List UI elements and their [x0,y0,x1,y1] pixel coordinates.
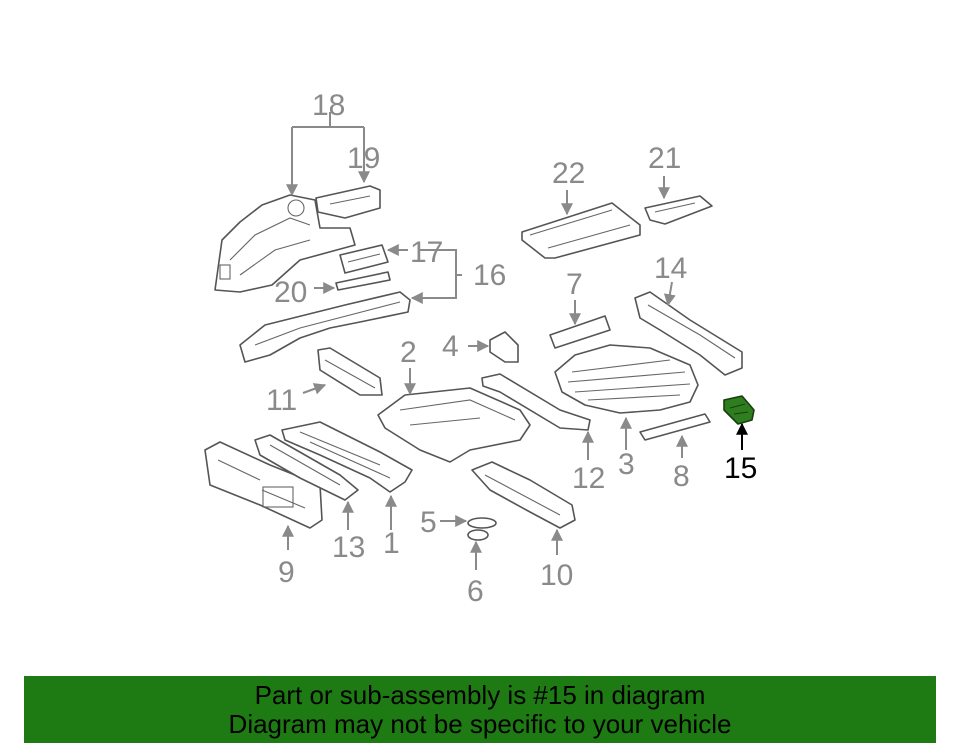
part-2[interactable] [377,387,531,463]
banner-line-disclaimer: Diagram may not be specific to your vehi… [228,709,732,739]
part-8[interactable] [639,413,711,441]
part-22[interactable] [521,202,641,259]
leader-lines [288,112,748,570]
part-12[interactable] [481,373,591,431]
part-18-wheelhouse[interactable] [214,194,356,293]
callout-21: 21 [648,142,681,175]
callout-19: 19 [347,142,380,175]
part-20[interactable] [335,271,391,291]
banner-line-part: Part or sub-assembly is #15 in diagram [254,680,706,710]
part-11[interactable] [317,347,383,396]
callout-12: 12 [572,462,605,495]
part-10[interactable] [471,461,576,529]
part-6-clip[interactable] [467,529,489,541]
part-17[interactable] [339,244,389,274]
part-4[interactable] [489,331,519,363]
callout-16: 16 [473,259,506,292]
part-1[interactable] [281,421,413,493]
part-19[interactable] [315,185,381,219]
part-5-clip[interactable] [467,517,497,529]
callout-14: 14 [654,252,687,285]
callout-1: 1 [383,527,400,560]
callout-7: 7 [566,268,583,301]
parts-diagram: 18 19 17 16 20 22 21 14 7 4 2 11 3 12 8 … [204,89,757,608]
callout-20: 20 [274,276,307,309]
callout-15: 15 [724,452,757,485]
part-9[interactable] [204,441,323,529]
callout-6: 6 [467,575,484,608]
part-16-rail[interactable] [239,291,411,363]
part-13[interactable] [254,434,359,501]
part-7[interactable] [549,315,611,349]
callout-10: 10 [540,559,573,592]
callout-8: 8 [673,460,690,493]
part-3-spare-tire-pan[interactable] [554,344,699,414]
callout-9: 9 [278,556,295,589]
callout-11: 11 [266,384,297,417]
callout-5: 5 [420,506,437,539]
callout-4: 4 [442,330,459,363]
part-21[interactable] [644,195,713,225]
callout-22: 22 [552,157,585,190]
callout-3: 3 [618,448,635,481]
callout-17: 17 [410,236,443,269]
callout-18: 18 [312,89,345,122]
info-banner: Part or sub-assembly is #15 in diagram D… [24,676,936,743]
part-15-highlighted[interactable] [723,395,755,425]
callout-labels: 18 19 17 16 20 22 21 14 7 4 2 11 3 12 8 … [266,89,757,608]
callout-2: 2 [400,336,417,369]
callout-13: 13 [332,531,365,564]
